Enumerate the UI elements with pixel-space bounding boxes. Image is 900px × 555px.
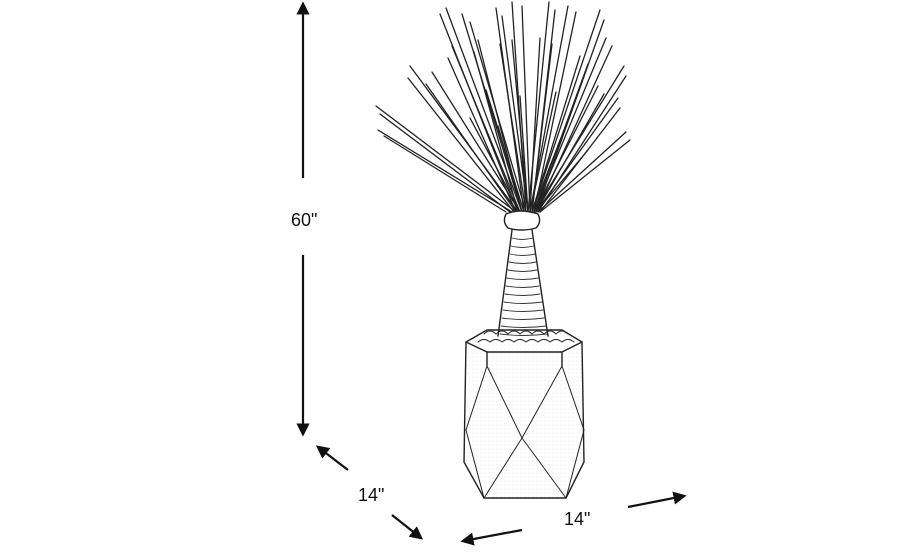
width-dimension-label: 14" xyxy=(564,509,591,529)
width-arrow xyxy=(460,491,687,546)
pot xyxy=(463,329,585,499)
depth-arrow xyxy=(315,445,424,540)
trunk xyxy=(497,210,549,337)
depth-dimension-label: 14" xyxy=(358,485,385,505)
leaves xyxy=(375,1,631,213)
height-dimension-label: 60" xyxy=(291,210,318,230)
plant-icon xyxy=(375,1,631,499)
